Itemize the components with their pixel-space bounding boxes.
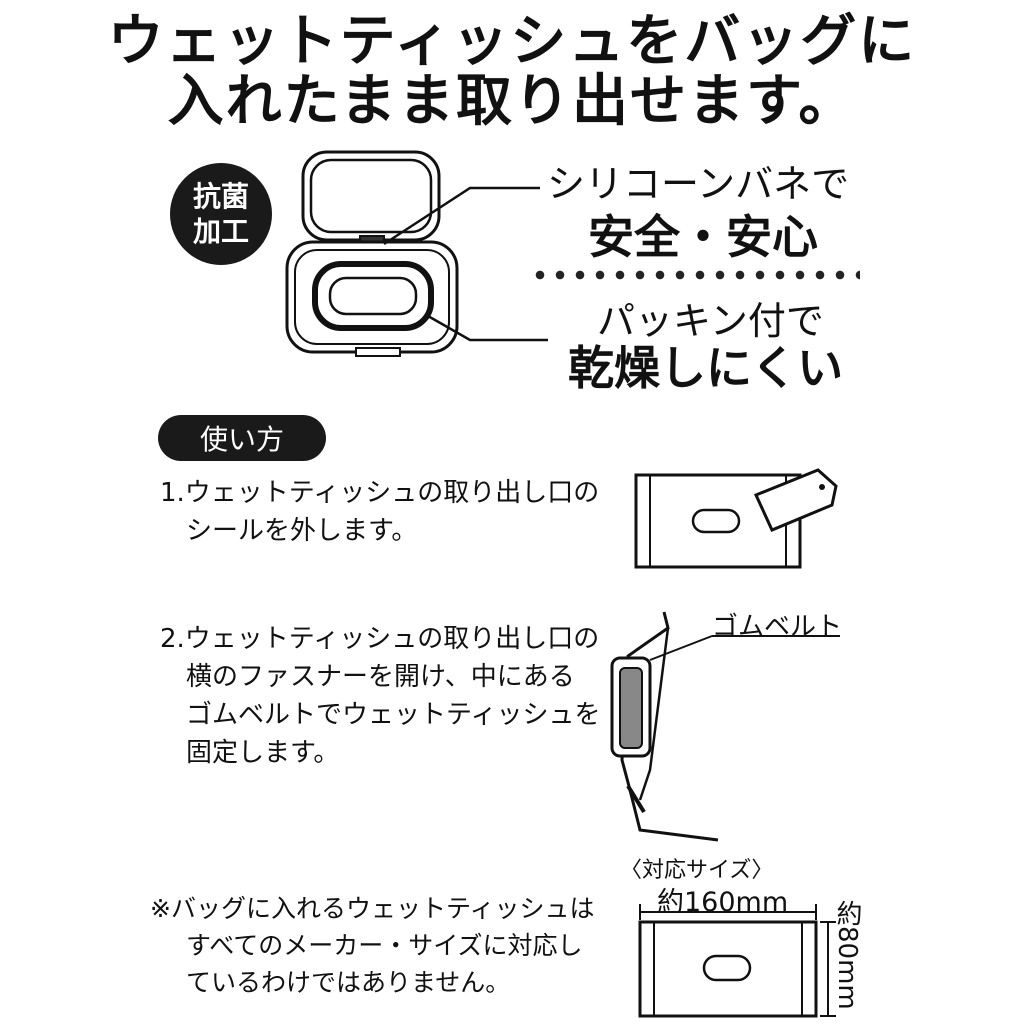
rubber-belt-holder (610, 656, 652, 758)
step-1-line-1: 1.ウェットティッシュの取り出し口の (160, 478, 600, 508)
rubber-belt-leader (649, 635, 713, 661)
step-2-line-3: ゴムベルトでウェットティッシュを (186, 700, 601, 730)
feature-1-caption: シリコーンバネで (547, 162, 850, 206)
lid-base-inner (294, 249, 450, 345)
feature-1-headline: 安全・安心 (588, 210, 818, 264)
opening (328, 276, 418, 316)
badge-line-2: 加工 (192, 215, 249, 248)
step-2-line-2: 横のファスナーを開け、中にある (186, 662, 575, 692)
usage-heading: 使い方 (158, 415, 326, 461)
headline-line-1: ウェットティッシュをバッグに (107, 9, 917, 74)
size-pack (638, 920, 818, 1018)
lid-cover (301, 150, 441, 242)
bag-body (620, 611, 719, 842)
feature-2-caption: パッキン付で (597, 299, 824, 343)
size-pack-opening (702, 954, 752, 982)
step-2-line-1: 2.ウェットティッシュの取り出し口の (160, 624, 600, 654)
tissue-opening (691, 508, 741, 534)
step-2: 2.ウェットティッシュの取り出し口の 横のファスナーを開け、中にある ゴムベルト… (160, 620, 600, 772)
gasket (312, 261, 434, 331)
lid-clip (355, 347, 401, 357)
headline-line-2: 入れたまま取り出せます。 (167, 69, 857, 134)
step-2-line-4: 固定します。 (186, 738, 340, 768)
lid-base (285, 240, 459, 354)
note-line-1: ※バッグに入れるウェットティッシュは (150, 894, 595, 923)
peeled-seal (753, 468, 838, 532)
feature-2-headline: 乾燥しにくい (568, 341, 844, 395)
leader-gasket (427, 314, 548, 342)
badge-line-1: 抗菌 (192, 180, 249, 213)
rubber-belt-label: ゴムベルト (712, 612, 843, 642)
rubber-belt (619, 667, 643, 749)
size-width: 約160mm (657, 887, 789, 918)
step-1-line-2: シールを外します。 (186, 516, 418, 546)
lid-cover-inner (309, 158, 433, 234)
dotted-divider (530, 270, 860, 280)
size-height: 約80mm (832, 900, 862, 1010)
size-title: 〈対応サイズ〉 (620, 858, 774, 883)
tissue-pack (634, 473, 802, 569)
leader-spring (383, 186, 540, 246)
lid-hinge (359, 235, 385, 255)
antibacterial-badge: 抗菌 加工 (170, 163, 272, 265)
compatibility-note: ※バッグに入れるウェットティッシュは すべてのメーカー・サイズに対応し ているわ… (150, 890, 594, 1001)
step-1: 1.ウェットティッシュの取り出し口の シールを外します。 (160, 474, 599, 550)
note-line-3: ているわけではありません。 (186, 968, 511, 997)
note-line-2: すべてのメーカー・サイズに対応し (186, 931, 583, 960)
